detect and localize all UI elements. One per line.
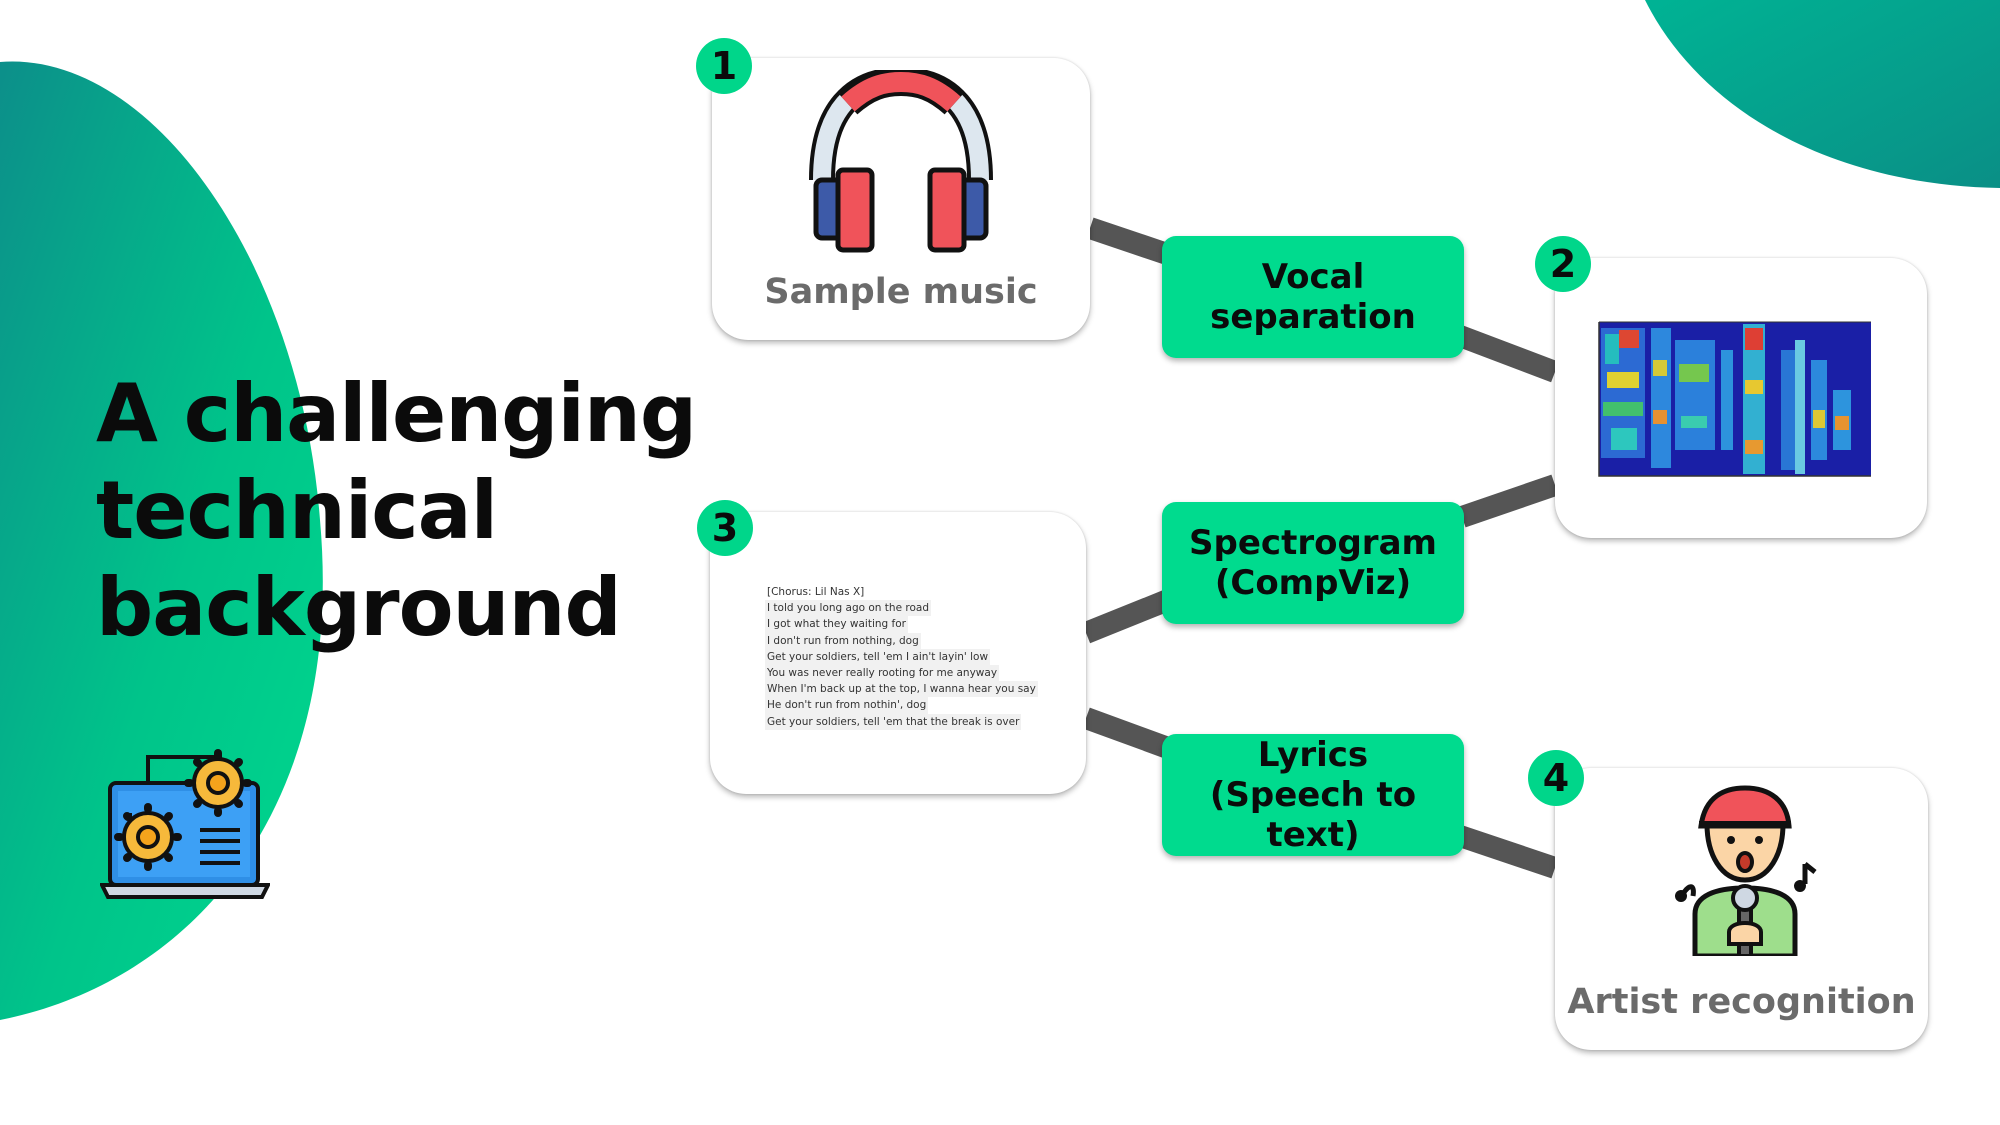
step-3-card: [Chorus: Lil Nas X] I told you long ago …: [710, 512, 1086, 794]
step-1-badge: 1: [696, 38, 752, 94]
title-line-2: technical: [96, 464, 498, 557]
step-4-card: Artist recognition: [1555, 768, 1928, 1050]
page-title: A challenging technical background: [96, 365, 716, 656]
step-3-badge: 3: [697, 500, 753, 556]
process-lyrics: Lyrics (Speech to text): [1162, 734, 1464, 856]
lyrics-line: [Chorus: Lil Nas X]: [767, 586, 865, 598]
step-2-badge: 2: [1535, 236, 1591, 292]
lyrics-line: Get your soldiers, tell 'em I ain't layi…: [765, 648, 991, 666]
process-vocal-separation: Vocal separation: [1162, 236, 1464, 358]
lyrics-text: [Chorus: Lil Nas X] I told you long ago …: [765, 584, 1065, 730]
lyrics-line: Get your soldiers, tell 'em that the bre…: [765, 713, 1022, 730]
step-2-card: [1555, 258, 1927, 538]
process-lyrics-label: Lyrics (Speech to text): [1209, 735, 1417, 855]
top-right-blob: [1645, 0, 2000, 188]
headphones-icon: [809, 70, 993, 253]
process-vocal-separation-label: Vocal separation: [1210, 257, 1416, 337]
spectrogram-image: [1598, 321, 1871, 477]
singer-icon: [1675, 785, 1817, 956]
title-line-1: A challenging: [96, 367, 697, 460]
connectors: [1081, 217, 1559, 879]
step-1-card: Sample music: [712, 58, 1090, 340]
lyrics-line: I told you long ago on the road: [765, 600, 931, 617]
lyrics-line: I don't run from nothing, dog: [765, 632, 921, 649]
step-4-label: Artist recognition: [1567, 982, 1916, 1022]
title-line-3: background: [96, 561, 622, 654]
laptop-gears-icon: [100, 749, 270, 899]
step-4-badge: 4: [1528, 750, 1584, 806]
process-spectrogram-label: Spectrogram (CompViz): [1189, 523, 1437, 603]
process-spectrogram: Spectrogram (CompViz): [1162, 502, 1464, 624]
lyrics-line: I got what they waiting for: [765, 616, 908, 633]
lyrics-line: When I'm back up at the top, I wanna hea…: [765, 681, 1038, 698]
lyrics-line: He don't run from nothin', dog: [765, 697, 929, 714]
lyrics-line: You was never really rooting for me anyw…: [765, 665, 1000, 682]
step-1-label: Sample music: [764, 272, 1038, 312]
